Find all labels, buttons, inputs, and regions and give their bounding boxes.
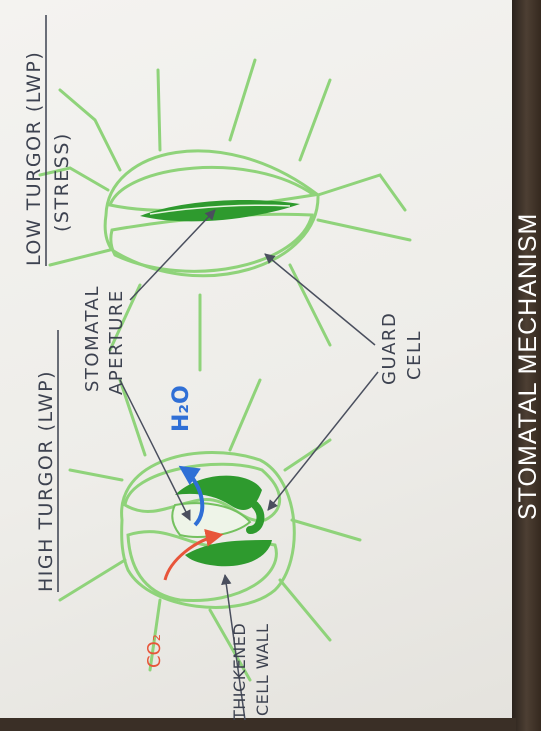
guard-cell-pointer-lower bbox=[268, 372, 378, 510]
epidermal-wall bbox=[230, 60, 255, 140]
high-turgor-label: HIGH TURGOR (LWP) bbox=[35, 370, 57, 592]
diagram-title: STOMATAL MECHANISM bbox=[514, 213, 541, 520]
cell-wall-label: CELL WALL bbox=[253, 624, 272, 716]
epidermal-wall bbox=[292, 520, 360, 540]
guard-label: GUARD bbox=[379, 312, 400, 385]
thickened-label: THICKENED bbox=[230, 623, 249, 721]
low-turgor-label: LOW TURGOR (LWP) bbox=[23, 51, 45, 266]
co2-label: CO₂ bbox=[144, 634, 165, 668]
guard-cell-pointer-upper bbox=[265, 254, 375, 345]
epidermal-wall bbox=[280, 580, 330, 640]
epidermal-wall bbox=[285, 440, 330, 470]
cell-label: CELL bbox=[404, 330, 425, 380]
epidermal-wall bbox=[230, 380, 260, 450]
low-turgor-closed-aperture bbox=[140, 200, 300, 221]
epidermal-wall bbox=[318, 175, 405, 210]
epidermal-wall bbox=[300, 80, 330, 160]
stomatal-label: STOMATAL bbox=[82, 285, 103, 392]
aperture-label: APERTURE bbox=[106, 289, 127, 395]
epidermal-wall bbox=[290, 265, 330, 345]
epidermal-wall bbox=[60, 560, 125, 600]
low-turgor-sublabel: (STRESS) bbox=[51, 132, 73, 232]
epidermal-wall bbox=[50, 250, 110, 265]
epidermal-wall bbox=[70, 470, 122, 480]
low-turgor-guard-cell-lower bbox=[111, 214, 312, 271]
high-turgor-thickened-wall-tip bbox=[250, 505, 260, 530]
epidermal-wall bbox=[318, 220, 410, 240]
epidermal-wall bbox=[158, 70, 160, 150]
aperture-pointer-upper bbox=[130, 210, 215, 300]
h2o-label: H₂O bbox=[169, 385, 194, 432]
